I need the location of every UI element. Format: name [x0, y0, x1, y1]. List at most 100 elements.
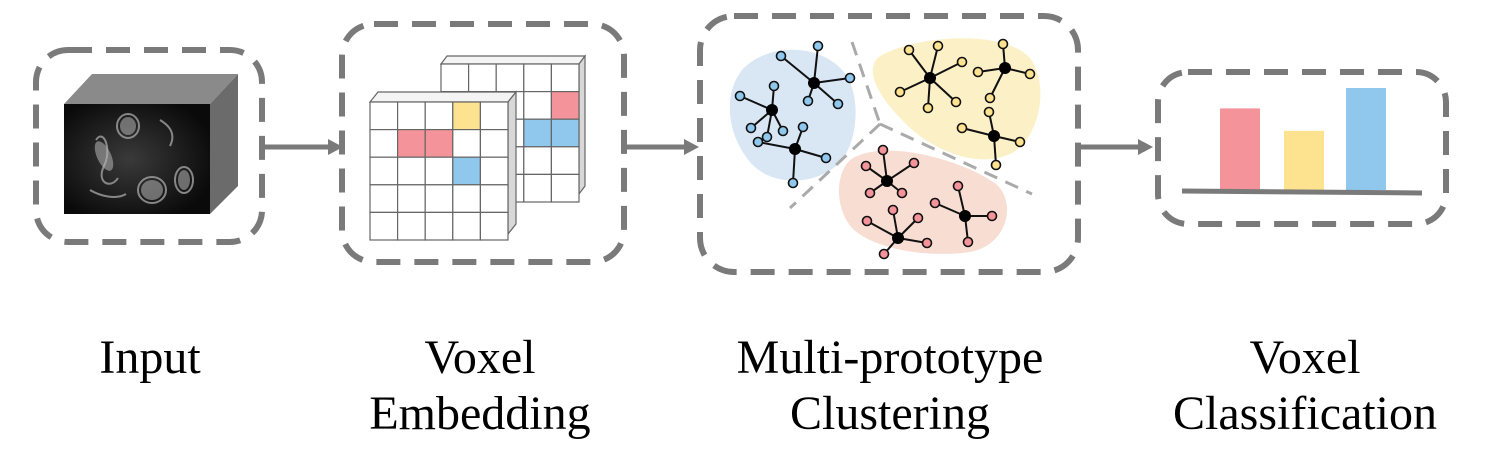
mri-volume-icon — [64, 74, 238, 214]
prototype-edge — [757, 141, 796, 150]
voxel-cell — [468, 63, 497, 93]
prototype-graph-blue — [775, 40, 856, 110]
voxel-cell — [452, 101, 481, 131]
voxel-cell — [369, 129, 399, 158]
voxel-node — [929, 197, 941, 209]
voxel-node — [820, 152, 832, 164]
voxel-node — [768, 80, 780, 92]
voxel-node — [896, 187, 908, 199]
classification-baseline — [1181, 188, 1423, 196]
prototype-graph-blue — [752, 121, 832, 189]
arrow-clustering-to-classification — [1080, 139, 1153, 155]
voxel-node — [912, 212, 924, 224]
voxel-node — [752, 136, 764, 148]
voxel-node — [861, 215, 873, 227]
voxel-node — [864, 187, 876, 199]
caption-input: Input — [90, 330, 210, 386]
class-bar-blue — [1346, 88, 1386, 190]
voxel-cell — [523, 90, 552, 120]
voxel-cell — [369, 156, 399, 186]
voxel-cell — [369, 184, 399, 214]
voxel-cell — [424, 211, 454, 241]
voxel-cell — [550, 146, 580, 176]
caption-voxel-embedding-line-1: Voxel — [424, 331, 536, 384]
prototype-graph-red — [860, 144, 920, 199]
voxel-cell — [440, 63, 470, 93]
voxel-embedding-stage — [339, 21, 627, 265]
prototype-edge — [813, 45, 819, 84]
classification-stage — [1155, 69, 1449, 227]
voxel-node — [962, 236, 974, 248]
voxel-node — [950, 96, 962, 108]
voxel-node — [787, 177, 799, 189]
voxel-cell — [397, 156, 426, 186]
voxel-cell — [523, 173, 552, 203]
voxel-node — [775, 50, 787, 62]
voxel-cell — [479, 211, 509, 241]
voxel-node — [745, 122, 757, 134]
class-bar-yellow — [1284, 130, 1324, 190]
voxel-cell — [550, 118, 580, 148]
cluster-region-blue — [729, 49, 856, 181]
voxel-cell — [397, 101, 426, 131]
voxel-node — [908, 157, 920, 169]
caption-multi-prototype-clustering: Multi-prototype Clustering — [700, 330, 1080, 442]
voxel-node — [832, 98, 844, 110]
classification-frame — [1155, 69, 1449, 227]
voxel-node — [878, 248, 890, 260]
voxel-cell — [424, 156, 454, 186]
voxel-node — [761, 131, 773, 143]
prototype-center-node — [766, 104, 778, 116]
voxel-cell — [523, 63, 552, 93]
voxel-node — [956, 122, 968, 134]
voxel-cell — [495, 63, 525, 93]
caption-input-line-1: Input — [99, 331, 201, 384]
voxel-node — [812, 40, 824, 52]
voxel-cell — [479, 129, 509, 158]
caption-voxel-classification-line-2: Classification — [1173, 387, 1437, 440]
voxel-node — [972, 66, 984, 78]
prototype-edge — [780, 55, 815, 84]
voxel-cell — [452, 156, 481, 186]
embedding-frame — [339, 21, 627, 265]
feature-volume-front-icon — [368, 90, 518, 241]
voxel-node — [983, 106, 995, 118]
voxel-node — [1014, 136, 1026, 148]
voxel-cell — [550, 90, 580, 120]
voxel-cell — [523, 118, 552, 148]
prototype-center-node — [924, 72, 936, 84]
voxel-node — [952, 180, 964, 192]
voxel-node — [887, 204, 899, 216]
voxel-node — [797, 121, 809, 133]
voxel-cell — [452, 184, 481, 214]
prototype-center-node — [808, 77, 820, 89]
voxel-node — [777, 125, 789, 137]
voxel-node — [986, 210, 998, 222]
feature-volume-back-icon — [439, 54, 587, 203]
voxel-node — [997, 38, 1009, 50]
voxel-cell — [424, 129, 454, 158]
prototype-graph-blue — [734, 80, 789, 143]
prototype-center-node — [988, 130, 1000, 142]
class-bar-red — [1220, 108, 1260, 190]
voxel-cell — [479, 156, 509, 186]
caption-voxel-classification: Voxel Classification — [1140, 330, 1470, 442]
voxel-node — [956, 56, 968, 68]
voxel-cell — [397, 211, 426, 241]
prototype-graph-yellow — [956, 106, 1026, 171]
clustering-frame — [697, 13, 1081, 275]
caption-voxel-embedding-line-2: Embedding — [369, 387, 591, 440]
voxel-node — [922, 102, 934, 114]
voxel-cell — [452, 211, 481, 241]
voxel-cell — [452, 129, 481, 158]
voxel-node — [734, 90, 746, 102]
cluster-boundaries — [788, 41, 1033, 210]
caption-voxel-embedding: Voxel Embedding — [330, 330, 630, 442]
prototype-center-node — [959, 210, 971, 222]
voxel-cell — [479, 101, 509, 131]
voxel-cell — [424, 101, 454, 131]
voxel-cell — [397, 129, 426, 158]
prototype-center-node — [881, 175, 893, 187]
voxel-node — [990, 159, 1002, 171]
voxel-node — [844, 72, 856, 84]
